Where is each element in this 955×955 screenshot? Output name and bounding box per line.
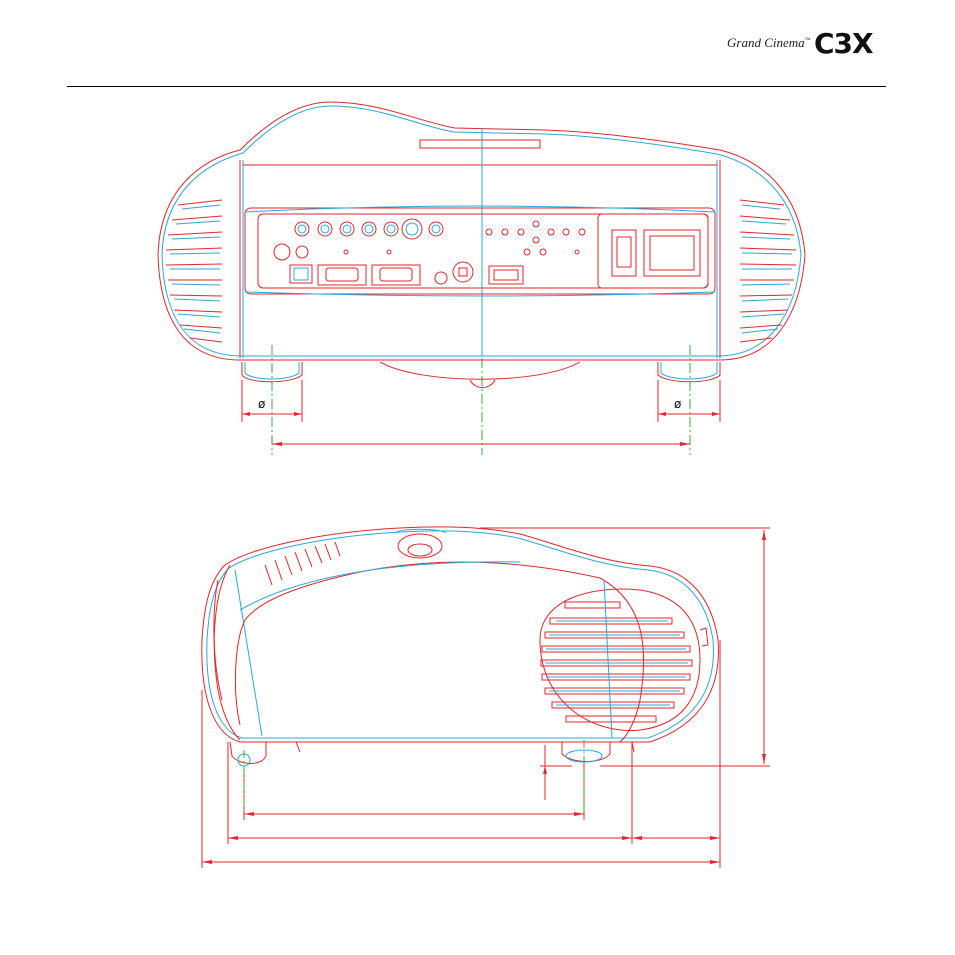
rear-left-vents — [165, 199, 223, 343]
connector-panel — [244, 207, 716, 295]
side-grille — [539, 588, 701, 731]
side-top-vents — [264, 541, 341, 586]
model-logo: C3X — [814, 27, 874, 60]
rear-right-vents — [739, 199, 797, 343]
power-socket — [643, 229, 701, 277]
side-dimensions — [201, 527, 770, 868]
trademark-symbol: ™ — [804, 37, 811, 44]
page-header: Grand Cinema™ C3X — [0, 0, 955, 90]
rear-body-outline — [157, 101, 806, 361]
left-foot-diameter-label: ø — [258, 397, 266, 411]
rear-left-foot — [241, 362, 303, 383]
right-foot-diameter-label: ø — [674, 397, 682, 411]
side-body-outline — [201, 526, 719, 743]
brand-script-text: Grand Cinema — [727, 35, 805, 50]
power-switch — [611, 229, 637, 277]
brand-script-logo: Grand Cinema™ — [727, 35, 811, 51]
rear-view — [157, 101, 806, 455]
zoom-ring — [397, 533, 443, 559]
rear-dimensions — [241, 380, 721, 445]
side-rear-foot — [561, 742, 611, 762]
side-front-foot — [229, 741, 267, 764]
power-module — [597, 213, 709, 289]
rear-body-outline-blue — [161, 105, 802, 357]
header-rule — [67, 86, 886, 87]
side-grille-slots — [540, 601, 693, 723]
side-view — [201, 526, 770, 868]
